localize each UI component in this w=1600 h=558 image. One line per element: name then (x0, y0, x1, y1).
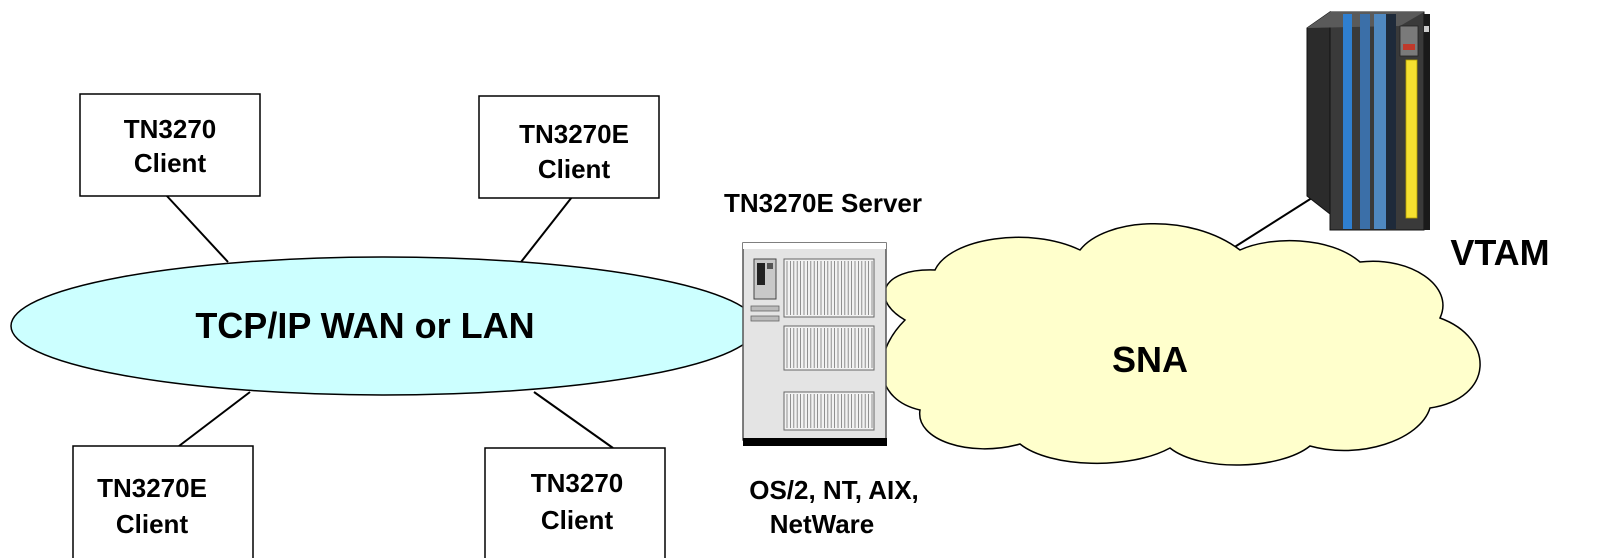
client-label-line1: TN3270 (531, 468, 624, 498)
connector-lines (165, 194, 1316, 449)
server-top-highlight (743, 243, 886, 249)
client-label-line1: TN3270E (97, 473, 207, 503)
tcpip-network: TCP/IP WAN or LAN (10, 256, 758, 396)
sna-cloud-shape (881, 223, 1481, 466)
client-box-bottom-right: TN3270 Client (484, 447, 666, 558)
tcpip-network-label: TCP/IP WAN or LAN (195, 305, 534, 346)
client-box-frame (484, 447, 666, 558)
server-base (743, 438, 887, 446)
mainframe-stripe-blue (1360, 14, 1370, 229)
server-vent-block (783, 258, 875, 318)
server-led (767, 263, 773, 269)
connector-client-top-left (165, 194, 229, 263)
server-floppy-slot (750, 315, 780, 322)
server-vent-block (783, 325, 875, 371)
server-floppy-slot (750, 305, 780, 312)
mainframe-stripe-yellow (1405, 59, 1418, 219)
mainframe-stripe-blue (1374, 14, 1386, 229)
server-os-line1: OS/2, NT, AIX, (749, 475, 919, 505)
server-os-line2: NetWare (770, 509, 875, 539)
sna-label: SNA (1112, 339, 1188, 380)
client-label-line1: TN3270 (124, 114, 217, 144)
connector-client-bottom-left (178, 391, 251, 447)
client-box-top-left: TN3270 Client (79, 93, 261, 197)
client-label-line2: Client (116, 509, 189, 539)
server-vent-block (783, 391, 875, 431)
mainframe-icon: VTAM (1306, 11, 1550, 273)
mainframe-control-panel (1399, 25, 1419, 57)
client-label-line1: TN3270E (519, 119, 629, 149)
host-label: VTAM (1450, 232, 1549, 273)
client-box-frame (79, 93, 261, 197)
server-title: TN3270E Server (724, 188, 922, 218)
client-label-line2: Client (541, 505, 614, 535)
mainframe-indicator (1403, 44, 1415, 50)
mainframe-edge-marker (1424, 26, 1429, 32)
server-drive-slot (757, 263, 765, 285)
connector-client-bottom-right (533, 391, 614, 449)
mainframe-edge (1424, 14, 1430, 230)
client-box-top-right: TN3270E Client (478, 95, 660, 199)
mainframe-stripe-blue (1343, 14, 1352, 229)
client-label-line2: Client (134, 148, 207, 178)
client-box-frame (72, 445, 254, 558)
client-box-bottom-left: TN3270E Client (72, 445, 254, 558)
mainframe-stripe-dark (1386, 14, 1396, 229)
server-vents (783, 258, 875, 431)
sna-cloud: SNA (881, 223, 1481, 466)
client-label-line2: Client (538, 154, 611, 184)
connector-client-top-right (520, 196, 573, 263)
server-tower-icon: TN3270E Server OS/2, NT, AIX, NetWare (724, 188, 922, 539)
client-box-frame (478, 95, 660, 199)
mainframe-side-panel (1306, 11, 1331, 216)
connector-host-sna (1221, 195, 1316, 256)
